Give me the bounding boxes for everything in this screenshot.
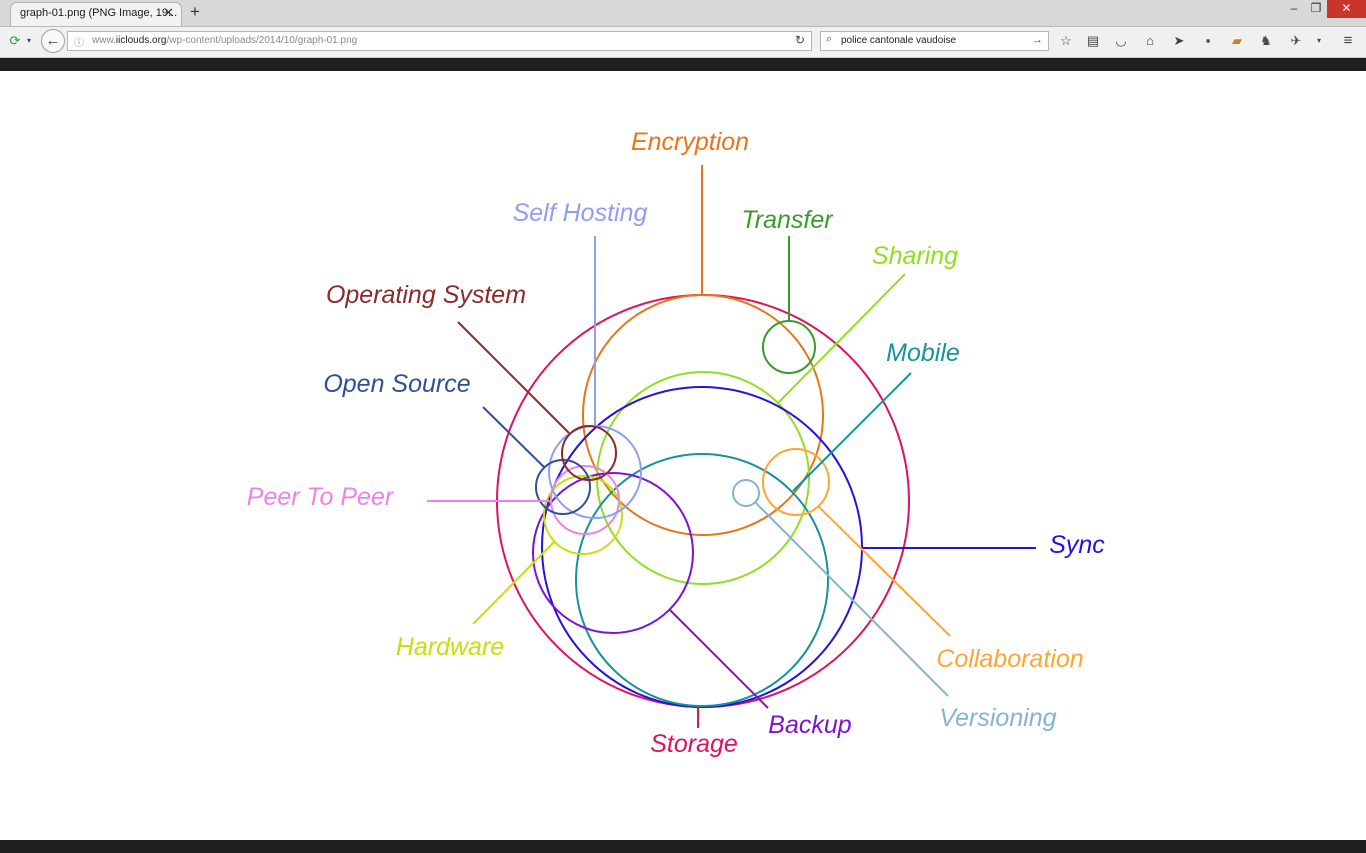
overflow-chevron-icon[interactable]: ▾ — [1316, 36, 1321, 45]
page-icon[interactable]: ⟳ — [9, 33, 21, 48]
search-icon: ⌕ — [826, 33, 833, 45]
extension-icon[interactable]: ♞ — [1260, 33, 1272, 48]
info-icon[interactable]: ⓘ — [74, 38, 84, 49]
mobile-circle — [575, 453, 829, 707]
pocket-icon[interactable]: ◡ — [1115, 33, 1127, 48]
collaboration-label: Collaboration — [936, 645, 1083, 673]
peer-to-peer-label: Peer To Peer — [247, 483, 395, 511]
tab-title: graph-01.png (PNG Image, 19... — [20, 7, 178, 19]
search-input[interactable]: police cantonale vaudoise — [841, 35, 957, 46]
save-icon[interactable]: ▪ — [1205, 33, 1211, 48]
hardware-label: Hardware — [396, 633, 504, 661]
chevron-down-icon[interactable]: ▾ — [26, 36, 31, 45]
home-icon[interactable]: ⌂ — [1146, 33, 1154, 48]
menu-icon[interactable]: ≡ — [1343, 32, 1353, 49]
sync-label: Sync — [1049, 531, 1105, 559]
backup-leader — [669, 609, 769, 709]
close-window-button[interactable]: ✕ — [1327, 0, 1366, 18]
sync-circle — [541, 386, 863, 708]
operating-system-circle — [561, 425, 617, 481]
back-arrow-icon: ← — [45, 32, 61, 49]
navigation-toolbar: ⟳ ▾ ← ⓘ www.iiclouds.org/wp-content/uplo… — [0, 27, 1366, 58]
star-icon[interactable]: ☆ — [1060, 33, 1072, 48]
open-source-leader — [482, 406, 546, 469]
self-hosting-circle — [548, 425, 642, 519]
collaboration-circle — [762, 448, 830, 516]
backup-circle — [532, 472, 694, 634]
collaboration-leader — [817, 505, 951, 637]
hardware-circle — [543, 475, 623, 555]
backup-label: Backup — [768, 711, 851, 739]
mobile-label: Mobile — [886, 339, 960, 367]
reload-icon[interactable]: ↻ — [794, 33, 805, 47]
extension-icon[interactable]: ▰ — [1232, 33, 1242, 48]
close-icon[interactable]: ✕ — [163, 5, 174, 20]
hardware-leader — [472, 540, 556, 625]
extension-icon[interactable]: ✈ — [1290, 33, 1302, 48]
minimize-button[interactable]: ‒ — [1290, 1, 1298, 15]
tab-strip: graph-01.png (PNG Image, 19... ✕ + ‒ ❐ ✕ — [0, 0, 1366, 27]
encryption-label: Encryption — [631, 128, 749, 156]
open-source-label: Open Source — [323, 370, 470, 398]
mobile-leader — [792, 372, 912, 492]
tab-graph[interactable]: graph-01.png (PNG Image, 19... ✕ — [10, 2, 182, 26]
url-bar[interactable]: ⓘ www.iiclouds.org/wp-content/uploads/20… — [67, 31, 812, 51]
new-tab-button[interactable]: + — [190, 2, 200, 21]
storage-label: Storage — [650, 730, 738, 758]
versioning-leader — [754, 501, 949, 697]
operating-system-leader — [457, 321, 570, 434]
sharing-leader — [777, 273, 906, 404]
reading-list-icon[interactable]: ▤ — [1086, 33, 1100, 48]
transfer-circle — [762, 320, 816, 374]
versioning-label: Versioning — [939, 704, 1056, 732]
sharing-label: Sharing — [872, 242, 958, 270]
search-bar[interactable]: ⌕ police cantonale vaudoise → — [820, 31, 1049, 51]
operating-system-label: Operating System — [326, 281, 526, 309]
transfer-label: Transfer — [741, 206, 834, 234]
send-icon[interactable]: ➤ — [1173, 33, 1185, 48]
versioning-circle — [732, 479, 760, 507]
venn-diagram: Encryption Self Hosting Transfer Sharing… — [247, 128, 1105, 758]
restore-button[interactable]: ❐ — [1310, 1, 1322, 15]
self-hosting-label: Self Hosting — [513, 199, 648, 227]
go-arrow-icon[interactable]: → — [1032, 34, 1043, 46]
back-button[interactable]: ← — [41, 29, 65, 53]
url-text: www.iiclouds.org/wp-content/uploads/2014… — [92, 35, 358, 46]
